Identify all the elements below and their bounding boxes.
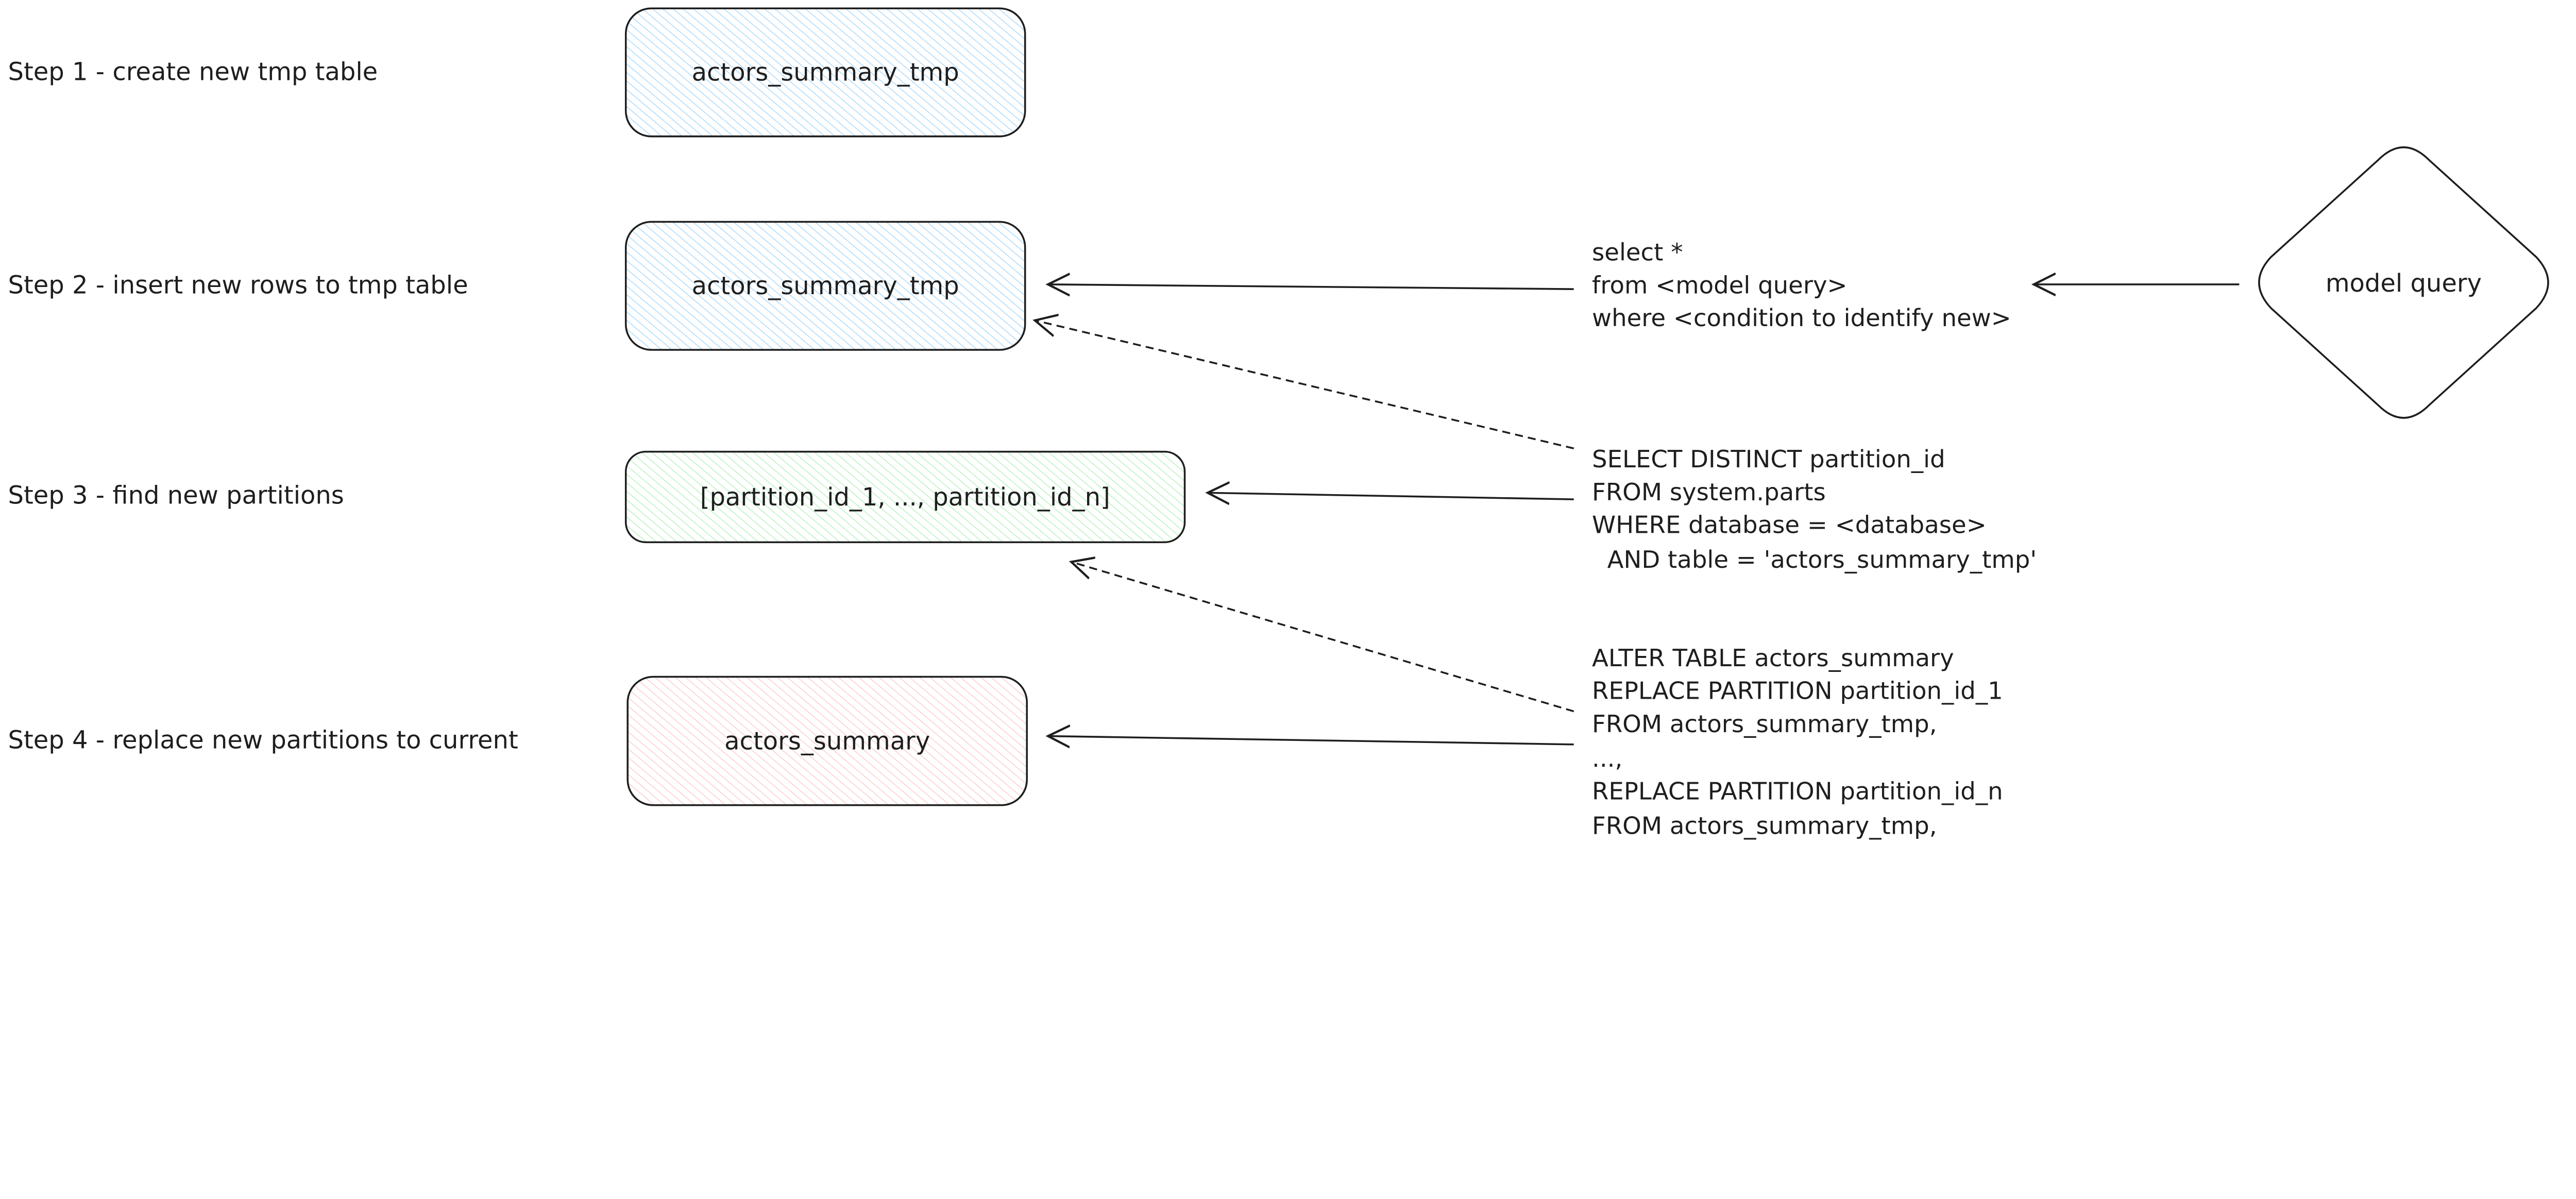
sql-line: REPLACE PARTITION partition_id_n <box>1592 777 2003 805</box>
current-table-box[interactable]: actors_summary <box>626 676 1028 806</box>
sql-line: AND table = 'actors_summary_tmp' <box>1592 546 2037 573</box>
step-3-label: Step 3 - find new partitions <box>8 481 344 510</box>
step-2-label: Step 2 - insert new rows to tmp table <box>8 271 468 300</box>
step-1-label: Step 1 - create new tmp table <box>8 57 378 86</box>
sql-line: where <condition to identify new> <box>1592 304 2011 332</box>
sql-line: ALTER TABLE actors_summary <box>1592 644 1954 672</box>
dashed-arrow-to-tmp-table <box>1035 320 1574 449</box>
sql-line: REPLACE PARTITION partition_id_1 <box>1592 677 2003 705</box>
sql-line: from <model query> <box>1592 272 1848 299</box>
tmp-table-box-step1[interactable]: actors_summary_tmp <box>624 7 1026 138</box>
partitions-list-box[interactable]: [partition_id_1, ..., partition_id_n] <box>624 450 1186 544</box>
model-query-diamond[interactable]: model query <box>2258 146 2549 419</box>
dashed-arrow-to-partitions <box>1071 562 1574 713</box>
tmp-table-box-step2[interactable]: actors_summary_tmp <box>624 221 1026 351</box>
box-label: actors_summary_tmp <box>692 272 959 300</box>
arrow-insert-to-tmp <box>1048 284 1574 289</box>
replace-query-text: ALTER TABLE actors_summary REPLACE PARTI… <box>1592 644 2003 839</box>
box-label: actors_summary_tmp <box>692 58 959 87</box>
sql-line: FROM actors_summary_tmp, <box>1592 710 1937 738</box>
step-4-label: Step 4 - replace new partitions to curre… <box>8 726 518 755</box>
box-label: actors_summary <box>724 727 930 756</box>
arrow-query-to-partitions <box>1208 493 1574 499</box>
partitions-query-text: SELECT DISTINCT partition_id FROM system… <box>1592 445 2037 573</box>
box-label: [partition_id_1, ..., partition_id_n] <box>700 483 1110 512</box>
diamond-label: model query <box>2326 269 2482 298</box>
sql-line: FROM actors_summary_tmp, <box>1592 812 1937 839</box>
sql-line: FROM system.parts <box>1592 478 1826 506</box>
sql-line: WHERE database = <database> <box>1592 511 1987 539</box>
insert-query-text: select * from <model query> where <condi… <box>1592 238 2011 332</box>
sql-line: SELECT DISTINCT partition_id <box>1592 445 1945 473</box>
diagram-canvas: Step 1 - create new tmp table Step 2 - i… <box>8 7 2549 839</box>
arrow-replace-to-current <box>1048 736 1574 745</box>
sql-line: ..., <box>1592 745 1622 772</box>
sql-line: select * <box>1592 238 1683 266</box>
